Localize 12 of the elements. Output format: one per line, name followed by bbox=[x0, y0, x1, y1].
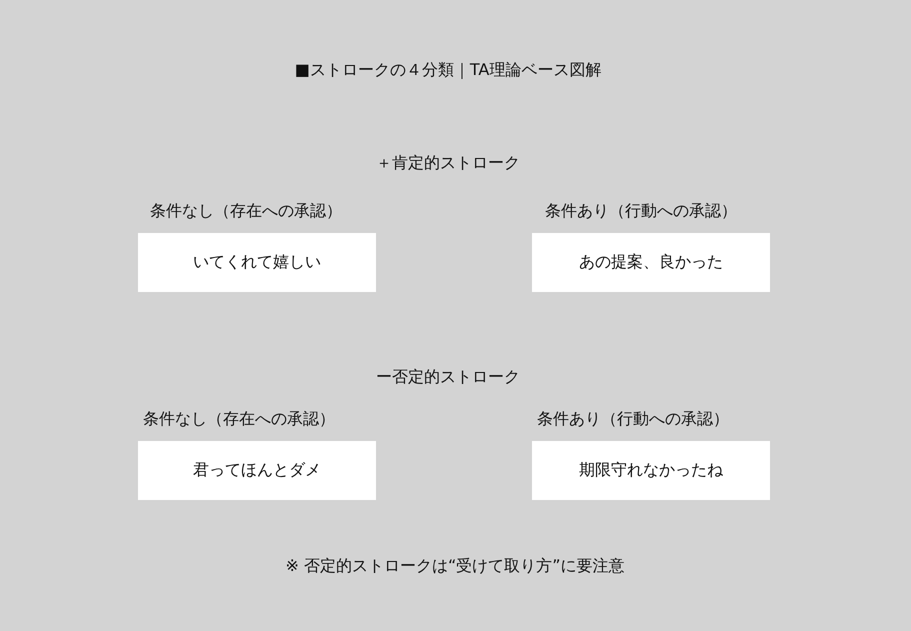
section-heading: ＋肯定的ストローク bbox=[376, 153, 520, 174]
example-phrase: 君ってほんとダメ bbox=[193, 460, 321, 481]
section-heading: ー否定的ストローク bbox=[376, 367, 520, 388]
example-phrase: いてくれて嬉しい bbox=[193, 252, 321, 273]
category-heading: 条件あり（行動への承認） bbox=[545, 201, 737, 222]
footnote: ※ 否定的ストロークは“受けて取り方”に要注意 bbox=[285, 556, 625, 577]
category-heading: 条件あり（行動への承認） bbox=[537, 409, 729, 430]
example-phrase: あの提案、良かった bbox=[579, 252, 723, 273]
example-phrase: 期限守れなかったね bbox=[579, 460, 723, 481]
category-heading: 条件なし（存在への承認） bbox=[150, 201, 342, 222]
category-heading: 条件なし（存在への承認） bbox=[143, 409, 335, 430]
diagram-title: ■ストロークの４分類｜TA理論ベース図解 bbox=[294, 60, 602, 81]
